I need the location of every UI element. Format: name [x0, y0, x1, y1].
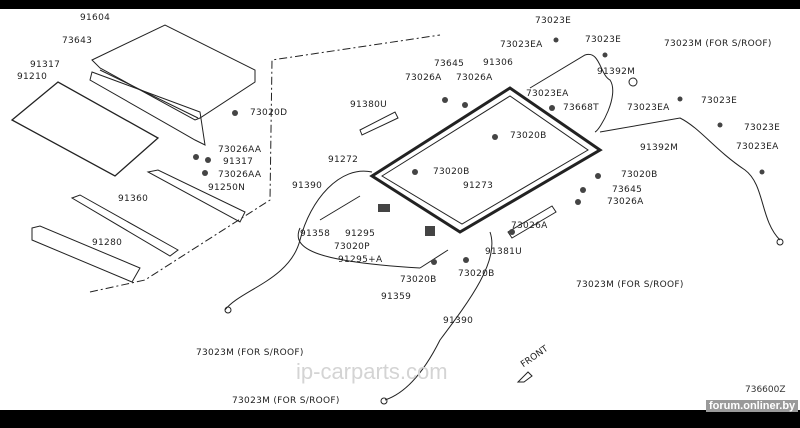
part-label: 73023E — [585, 35, 622, 45]
part-label: 73020P — [334, 242, 370, 252]
part-label: 91210 — [17, 72, 48, 82]
part-label: 91392M — [640, 143, 679, 153]
part-label: 91306 — [483, 58, 514, 68]
sunroof-frame — [369, 86, 603, 234]
part-label: 91358 — [300, 229, 331, 239]
part-label: 91359 — [381, 292, 412, 302]
part-label: 73026A — [405, 73, 442, 83]
glass-panel-91604 — [91, 24, 256, 121]
harness-91392M-upper — [529, 53, 614, 133]
part-label: 73026AA — [218, 170, 262, 180]
part-label: 73023EA — [627, 103, 670, 113]
sunshade-91210 — [10, 81, 160, 177]
forum-watermark: forum.onliner.by — [706, 400, 799, 412]
part-label: 91280 — [92, 238, 123, 248]
part-label: 91295 — [345, 229, 376, 239]
diagram-code: 736600Z — [745, 385, 786, 395]
part-label: 73020B — [510, 131, 547, 141]
part-label: 73023M (FOR S/ROOF) — [576, 280, 684, 290]
drain-hose-91390-left — [224, 170, 373, 311]
part-label: 91272 — [328, 155, 359, 165]
part-label: 73023EA — [500, 40, 543, 50]
part-label: 73645 — [434, 59, 465, 69]
part-label: 73023EA — [736, 142, 779, 152]
bottom-black-bar — [0, 410, 800, 428]
part-label: 73020B — [458, 269, 495, 279]
part-label: 73026A — [607, 197, 644, 207]
rail-91380U — [359, 111, 399, 136]
part-label: 73668T — [563, 103, 599, 113]
part-label: 73020B — [433, 167, 470, 177]
part-91360 — [70, 194, 179, 257]
part-label: 73023M (FOR S/ROOF) — [664, 39, 772, 49]
part-label: 91390 — [292, 181, 323, 191]
part-label: 73026A — [511, 221, 548, 231]
part-label: 73023M (FOR S/ROOF) — [196, 348, 304, 358]
part-label: 73023M (FOR S/ROOF) — [232, 396, 340, 406]
part-label: 91381U — [485, 247, 523, 257]
part-label: 91317 — [223, 157, 254, 167]
watermark: ip-carparts.com — [296, 359, 448, 384]
part-label: 73020B — [400, 275, 437, 285]
drain-hose-91390-right — [384, 231, 493, 401]
part-label: 73643 — [62, 36, 93, 46]
part-label: 73023E — [701, 96, 738, 106]
part-91280 — [31, 225, 141, 283]
part-label: 91390 — [443, 316, 474, 326]
part-label: 73023E — [535, 16, 572, 26]
wind-deflector-91250N — [146, 169, 246, 223]
part-label: 73645 — [612, 185, 643, 195]
part-label: 91604 — [80, 13, 111, 23]
part-label: 73023E — [744, 123, 781, 133]
part-label: 73020B — [621, 170, 658, 180]
trim-strip — [89, 71, 206, 146]
part-label: 91273 — [463, 181, 494, 191]
part-label: 91295+A — [338, 255, 383, 265]
part-label: 73026AA — [218, 145, 262, 155]
part-label: 73026A — [456, 73, 493, 83]
top-black-bar — [0, 0, 800, 9]
grommet-73023M — [628, 77, 638, 87]
rail-91381U — [507, 205, 557, 239]
harness-91392M-lower — [599, 117, 781, 241]
part-label: 91392M — [597, 67, 636, 77]
part-label: 91380U — [350, 100, 388, 110]
part-label: 91360 — [118, 194, 149, 204]
front-arrow-icon — [516, 371, 533, 383]
part-label: 73020D — [250, 108, 288, 118]
part-label: 73023EA — [526, 89, 569, 99]
part-label: 91317 — [30, 60, 61, 70]
part-label: 91250N — [208, 183, 246, 193]
